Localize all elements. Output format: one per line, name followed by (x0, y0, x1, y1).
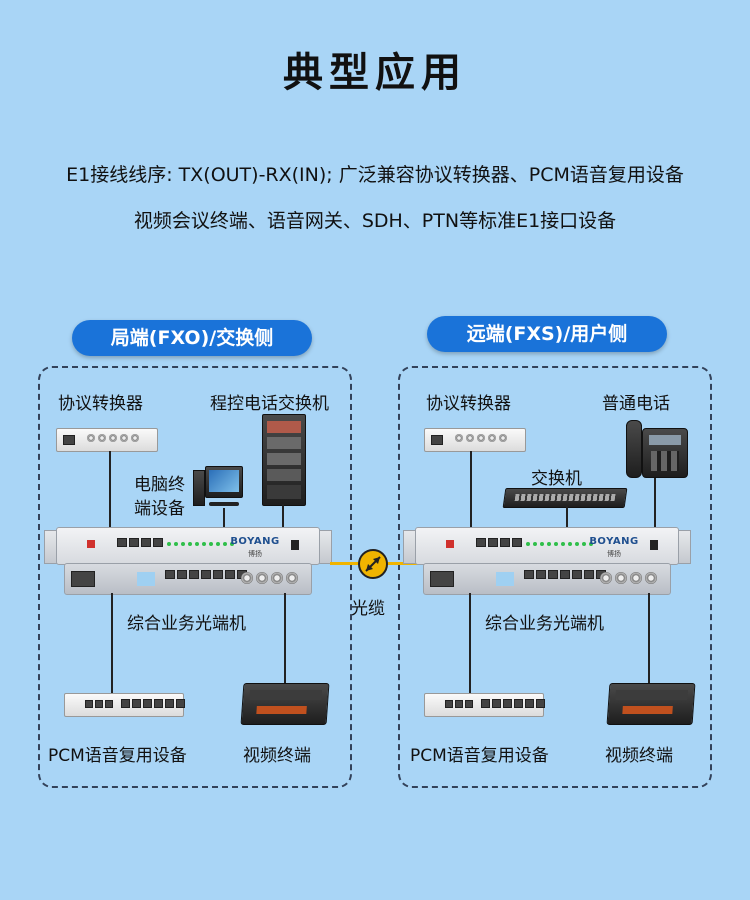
left-protocol-converter-label: 协议转换器 (58, 389, 143, 414)
right-converter-link (470, 451, 472, 528)
left-optical-terminal-label: 综合业务光端机 (127, 609, 246, 634)
right-device-brand-sub: 博扬 (584, 549, 644, 559)
left-computer-device (193, 466, 245, 508)
fiber-label: 光缆 (351, 594, 385, 619)
left-device-brand-sub: 博扬 (225, 549, 285, 559)
left-converter-link (109, 451, 111, 528)
right-switch-link (566, 506, 568, 528)
left-pcm-link (111, 593, 113, 693)
left-device-brand: BOYANG (225, 536, 285, 547)
left-computer-link (223, 508, 225, 528)
left-video-device (241, 683, 330, 725)
right-video-link (648, 593, 650, 689)
right-phone-device (626, 420, 688, 478)
left-section-header: 局端(FXO)/交换侧 (72, 320, 312, 356)
right-pcm-link (469, 593, 471, 693)
right-device-brand: BOYANG (584, 536, 644, 547)
right-video-label: 视频终端 (605, 741, 673, 766)
right-optical-terminal-back (423, 563, 671, 595)
left-computer-label-1: 电脑终 (134, 470, 185, 495)
right-protocol-converter-label: 协议转换器 (426, 389, 511, 414)
left-pbx-link (282, 504, 284, 528)
right-section-header: 远端(FXS)/用户侧 (427, 316, 667, 352)
left-video-link (284, 593, 286, 689)
left-protocol-converter-device (56, 428, 158, 452)
right-pcm-device (424, 693, 544, 717)
left-pcm-device (64, 693, 184, 717)
page-title: 典型应用 (0, 40, 750, 98)
left-optical-terminal-back (64, 563, 312, 595)
right-optical-terminal-label: 综合业务光端机 (485, 609, 604, 634)
left-video-label: 视频终端 (243, 741, 311, 766)
right-protocol-converter-device (424, 428, 526, 452)
right-pcm-label: PCM语音复用设备 (410, 741, 549, 766)
right-phone-link (654, 478, 656, 528)
left-computer-label-2: 端设备 (134, 494, 185, 519)
right-video-device (607, 683, 696, 725)
right-switch-device (503, 488, 628, 508)
right-switch-label: 交换机 (531, 464, 582, 489)
left-optical-terminal-front: BOYANG 博扬 (56, 527, 320, 565)
left-pbx-device (262, 414, 306, 506)
right-optical-terminal-front: BOYANG 博扬 (415, 527, 679, 565)
description-line-2: 视频会议终端、语音网关、SDH、PTN等标准E1接口设备 (0, 206, 750, 233)
left-pcm-label: PCM语音复用设备 (48, 741, 187, 766)
fiber-icon (358, 549, 388, 579)
left-pbx-label: 程控电话交换机 (210, 389, 329, 414)
right-phone-label: 普通电话 (602, 389, 670, 414)
description-line-1: E1接线线序: TX(OUT)-RX(IN); 广泛兼容协议转换器、PCM语音复… (0, 160, 750, 187)
